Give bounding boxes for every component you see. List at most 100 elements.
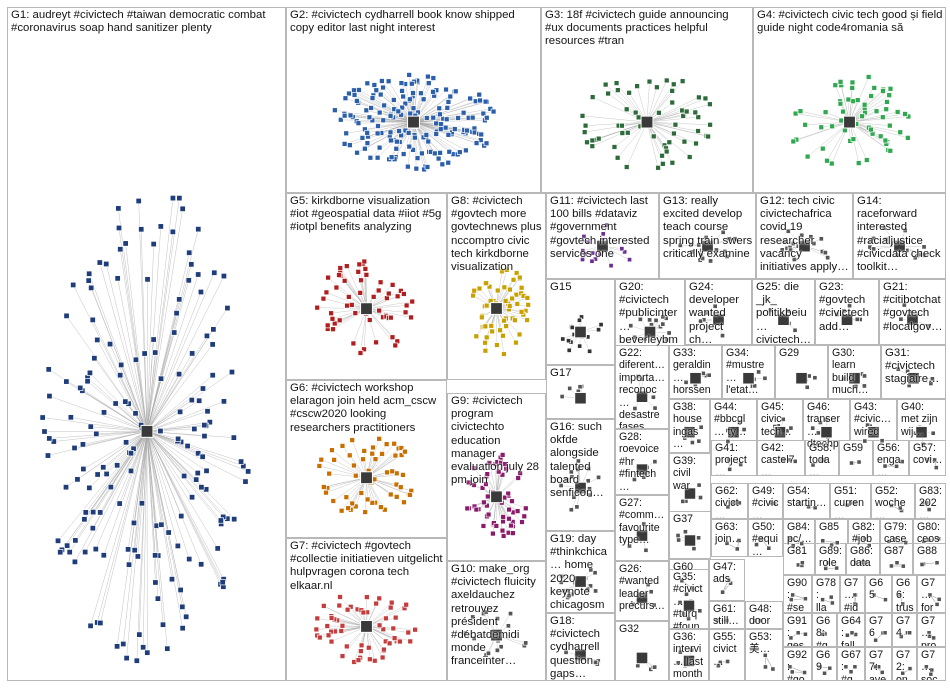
graph-node[interactable] [376,435,382,442]
graph-node[interactable] [501,351,507,357]
graph-node[interactable] [508,522,514,529]
graph-node[interactable] [490,108,497,115]
graph-node[interactable] [767,307,773,313]
graph-node[interactable] [895,366,901,372]
graph-node[interactable] [363,272,370,278]
graph-node[interactable] [376,595,383,602]
graph-node[interactable] [88,284,95,291]
graph-node[interactable] [364,140,371,146]
graph-node[interactable] [424,164,431,170]
graph-node[interactable] [656,109,662,116]
graph-node[interactable] [412,626,418,633]
graph-node[interactable] [725,504,731,510]
graph-node[interactable] [117,246,124,253]
cluster-panel-g65[interactable]: G65 [865,575,892,613]
graph-node[interactable] [87,423,94,430]
graph-hub-node[interactable] [682,599,696,613]
graph-node[interactable] [850,136,857,142]
graph-node[interactable] [834,540,840,546]
graph-node[interactable] [587,348,593,354]
graph-node[interactable] [806,504,812,510]
graph-node[interactable] [858,560,864,566]
graph-node[interactable] [921,538,927,544]
graph-node[interactable] [484,502,490,509]
graph-node[interactable] [348,302,355,308]
graph-node[interactable] [368,105,374,111]
graph-node[interactable] [384,469,390,476]
graph-node[interactable] [361,448,368,454]
cluster-panel-g55[interactable]: G55: civict… [709,629,745,681]
cluster-panel-g87[interactable]: G87 [880,543,913,575]
graph-node[interactable] [780,416,786,422]
graph-node[interactable] [379,654,386,661]
graph-node[interactable] [473,333,480,340]
graph-node[interactable] [398,452,405,458]
graph-node[interactable] [357,350,364,356]
graph-node[interactable] [639,376,645,382]
graph-node[interactable] [560,336,566,342]
graph-node[interactable] [337,116,344,123]
graph-node[interactable] [362,145,368,152]
graph-node[interactable] [157,375,165,382]
graph-node[interactable] [338,507,345,514]
graph-node[interactable] [144,276,151,283]
graph-node[interactable] [523,505,529,512]
graph-node[interactable] [648,589,654,595]
graph-node[interactable] [389,468,396,475]
graph-node[interactable] [498,644,504,650]
graph-node[interactable] [822,109,829,115]
graph-node[interactable] [389,334,396,341]
graph-node[interactable] [89,316,96,323]
graph-node[interactable] [802,596,808,602]
graph-node[interactable] [367,656,373,663]
graph-node[interactable] [588,567,594,573]
graph-node[interactable] [613,80,620,86]
graph-node[interactable] [841,375,847,381]
graph-hub-node[interactable] [893,239,906,253]
graph-hub-node[interactable] [867,425,880,439]
graph-node[interactable] [505,623,511,629]
graph-node[interactable] [371,657,378,664]
graph-hub-node[interactable] [635,651,649,665]
graph-node[interactable] [675,533,681,538]
graph-node[interactable] [150,336,157,343]
graph-node[interactable] [821,457,827,463]
graph-node[interactable] [720,589,726,595]
graph-node[interactable] [849,85,856,91]
graph-node[interactable] [210,326,217,333]
graph-node[interactable] [385,78,392,85]
graph-node[interactable] [356,261,363,268]
graph-hub-node[interactable] [820,425,833,439]
graph-node[interactable] [333,284,340,291]
graph-node[interactable] [86,484,93,491]
graph-node[interactable] [574,504,580,510]
graph-node[interactable] [754,542,759,548]
graph-node[interactable] [871,592,877,598]
graph-node[interactable] [490,530,496,537]
graph-node[interactable] [602,81,609,88]
graph-node[interactable] [402,100,409,107]
graph-node[interactable] [122,398,129,405]
graph-node[interactable] [756,369,762,375]
graph-node[interactable] [802,121,808,128]
graph-node[interactable] [510,530,516,536]
graph-node[interactable] [804,153,811,160]
graph-node[interactable] [650,394,656,400]
graph-node[interactable] [810,462,816,468]
graph-node[interactable] [471,287,478,294]
graph-node[interactable] [372,456,379,462]
graph-node[interactable] [608,263,614,269]
graph-node[interactable] [788,425,794,431]
graph-node[interactable] [41,428,48,435]
graph-node[interactable] [464,505,471,512]
graph-node[interactable] [585,586,591,592]
graph-node[interactable] [82,509,89,516]
graph-node[interactable] [403,302,410,309]
graph-node[interactable] [405,629,412,636]
graph-node[interactable] [888,502,894,508]
graph-node[interactable] [575,458,581,464]
graph-node[interactable] [470,614,476,620]
graph-node[interactable] [399,104,405,111]
cluster-panel-g90[interactable]: G90: #se… [783,575,812,613]
graph-node[interactable] [114,643,121,650]
